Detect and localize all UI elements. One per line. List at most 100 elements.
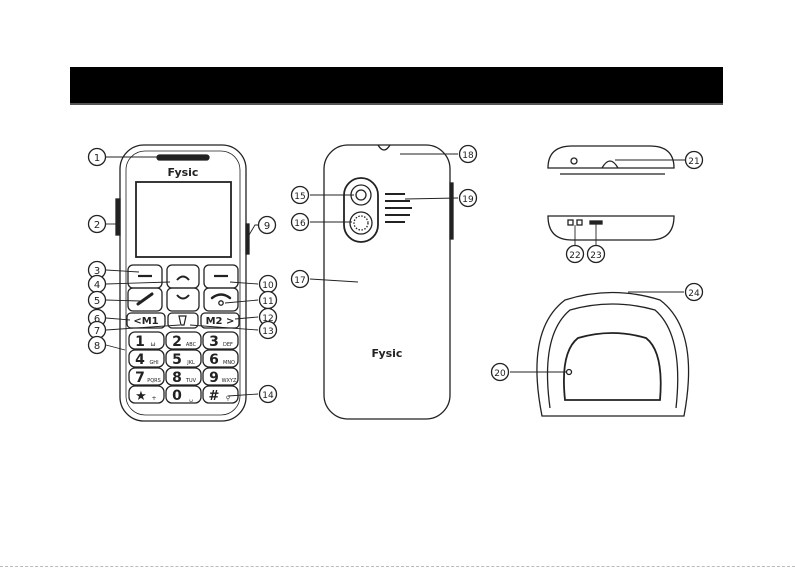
callout-17: 17: [292, 271, 309, 288]
cradle-contact: [567, 370, 572, 375]
charging-contact-left: [568, 220, 573, 225]
callout-9-label: 9: [264, 221, 270, 232]
front-screen: [136, 182, 231, 257]
key-9-sub: WXYZ: [222, 378, 237, 384]
headphone-jack: [571, 158, 577, 164]
callout-17-label: 17: [294, 276, 305, 286]
key-5-sub: JKL: [186, 360, 195, 366]
torch-icon: [179, 316, 186, 325]
callout-20-label: 20: [494, 369, 506, 379]
back-brand-logo: Fysic: [372, 347, 403, 360]
key-hash-symbol: #: [209, 389, 220, 404]
nav-up-arrow-icon: [177, 277, 189, 281]
key-7-sub: PQRS: [147, 378, 161, 384]
m1-key-label: <M1: [133, 316, 158, 327]
callout-16: 16: [292, 214, 309, 231]
callout-19: 19: [460, 190, 477, 207]
phone-back: Fysic: [324, 145, 453, 419]
cradle-slot: [564, 333, 661, 400]
callout-20: 20: [492, 364, 509, 381]
usb-port: [590, 221, 602, 224]
callout-13-label: 13: [262, 327, 273, 337]
callout-14-label: 14: [262, 391, 274, 401]
loudspeaker-slots: [385, 194, 412, 222]
key-4-digit: 4: [135, 352, 145, 368]
callout-5: 5: [89, 292, 106, 309]
callout-15: 15: [292, 187, 309, 204]
callout-4-label: 4: [94, 280, 100, 291]
end-key-dot: [219, 301, 223, 305]
callout-23: 23: [588, 246, 605, 263]
camera-lens-inner: [356, 190, 366, 200]
m2-key-label: M2 >: [206, 316, 235, 327]
callout-21: 21: [686, 152, 703, 169]
charging-cradle: [537, 293, 689, 417]
nav-down-arrow-icon: [177, 295, 189, 299]
callout-1-label: 1: [94, 153, 100, 164]
key-2-digit: 2: [172, 334, 182, 350]
callout-11-label: 11: [262, 297, 273, 307]
key-6-sub: MNO: [223, 360, 235, 366]
callout-7-label: 7: [94, 326, 100, 337]
callout-18-label: 18: [462, 151, 474, 161]
key-7-digit: 7: [135, 370, 145, 386]
callout-8-label: 8: [94, 341, 100, 352]
earpiece-speaker: [157, 155, 209, 160]
callout-23-label: 23: [590, 251, 601, 261]
callout-14: 14: [260, 386, 277, 403]
key-star-sub: +: [151, 395, 156, 402]
back-side-button: [450, 183, 453, 239]
callout-5-label: 5: [94, 296, 100, 307]
key-6-digit: 6: [209, 352, 219, 368]
key-9-digit: 9: [209, 370, 219, 386]
volume-key: [116, 199, 120, 235]
page-bottom-divider: [0, 566, 795, 567]
callout-22-label: 22: [569, 251, 580, 261]
callout-24: 24: [686, 284, 703, 301]
key-3-digit: 3: [209, 334, 219, 350]
call-handset-icon: [138, 294, 152, 304]
key-0-digit: 0: [172, 388, 182, 404]
end-handset-icon: [212, 295, 230, 299]
key-3-sub: DEF: [223, 342, 233, 348]
side-key-right: [246, 224, 249, 254]
front-brand-logo: Fysic: [168, 166, 199, 179]
callout-9: 9: [259, 217, 276, 234]
flash-grille: [350, 212, 372, 234]
key-star-symbol: ★: [135, 389, 147, 404]
cradle-outer: [537, 293, 689, 417]
callout-1: 1: [89, 149, 106, 166]
key-0-sub: ␣: [189, 395, 193, 402]
callout-2: 2: [89, 216, 106, 233]
phone-bottom-edge: [548, 216, 674, 240]
callout-21-label: 21: [688, 157, 699, 167]
callout-13: 13: [260, 322, 277, 339]
top-edge-lanyard: [602, 161, 618, 168]
key-8-digit: 8: [172, 370, 182, 386]
keypad: 1 ω 2 ABC 3 DEF 4 GHI 5 JKL 6 MNO 7 PQRS…: [129, 332, 238, 404]
callout-16-label: 16: [294, 219, 306, 229]
callout-4: 4: [89, 276, 106, 293]
key-4-sub: GHI: [149, 360, 158, 366]
bottom-edge-outline: [548, 216, 674, 240]
callout-10-label: 10: [262, 281, 274, 291]
key-2-sub: ABC: [186, 342, 197, 348]
key-5-digit: 5: [172, 352, 182, 368]
callout-24-label: 24: [688, 289, 700, 299]
callout-2-label: 2: [94, 220, 100, 231]
callout-18: 18: [460, 146, 477, 163]
callout-10: 10: [260, 276, 277, 293]
lanyard-notch: [378, 145, 390, 150]
charging-contact-right: [577, 220, 582, 225]
key-1-sub: ω: [150, 341, 155, 348]
camera-housing: [344, 178, 378, 242]
end-key: [204, 288, 238, 311]
key-8-sub: TUV: [185, 378, 197, 384]
callout-15-label: 15: [294, 192, 305, 202]
back-body: [324, 145, 450, 419]
flash-grille-inner: [354, 216, 368, 230]
callout-22: 22: [567, 246, 584, 263]
callout-11: 11: [260, 292, 277, 309]
callout-8: 8: [89, 337, 106, 354]
